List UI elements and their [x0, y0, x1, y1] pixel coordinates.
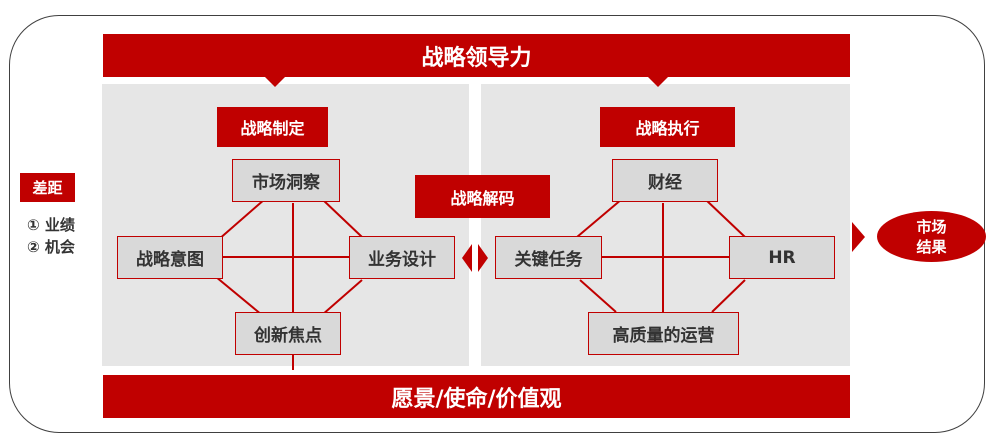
gap-item-performance: ① 业绩 — [27, 216, 75, 234]
arrow-to-result — [852, 222, 865, 252]
node-strategic-intent: 战略意图 — [117, 236, 223, 279]
node-business-design: 业务设计 — [349, 236, 455, 279]
arrow-down-right — [648, 77, 668, 87]
node-innovation-focus: 创新焦点 — [235, 312, 341, 355]
arrow-right — [478, 244, 488, 272]
arrow-down-left — [265, 77, 285, 87]
vision-mission-values-banner: 愿景/使命/价值观 — [103, 375, 850, 418]
strategic-leadership-banner: 战略领导力 — [103, 34, 850, 77]
gap-list: ① 业绩 ② 机会 — [27, 214, 75, 258]
top-banner-text: 战略领导力 — [421, 45, 532, 71]
strategy-decoding-tab: 战略解码 — [415, 175, 550, 218]
market-results-ellipse: 市场 结果 — [877, 211, 986, 262]
bottom-banner-text: 愿景/使命/价值观 — [391, 386, 562, 412]
arrow-left — [462, 244, 472, 272]
outer-frame — [9, 15, 985, 433]
result-line-2: 结果 — [916, 237, 947, 256]
node-hr: HR — [729, 236, 835, 279]
node-market-insight: 市场洞察 — [232, 159, 340, 202]
strategy-execution-tab: 战略执行 — [600, 107, 735, 147]
node-quality-operations: 高质量的运营 — [588, 312, 739, 355]
strategy-formulation-tab: 战略制定 — [217, 107, 328, 147]
result-line-1: 市场 — [916, 217, 947, 236]
gap-item-opportunity: ② 机会 — [27, 238, 75, 256]
node-key-tasks: 关键任务 — [495, 236, 602, 279]
gap-tab: 差距 — [20, 173, 75, 202]
node-finance: 财经 — [612, 159, 718, 202]
